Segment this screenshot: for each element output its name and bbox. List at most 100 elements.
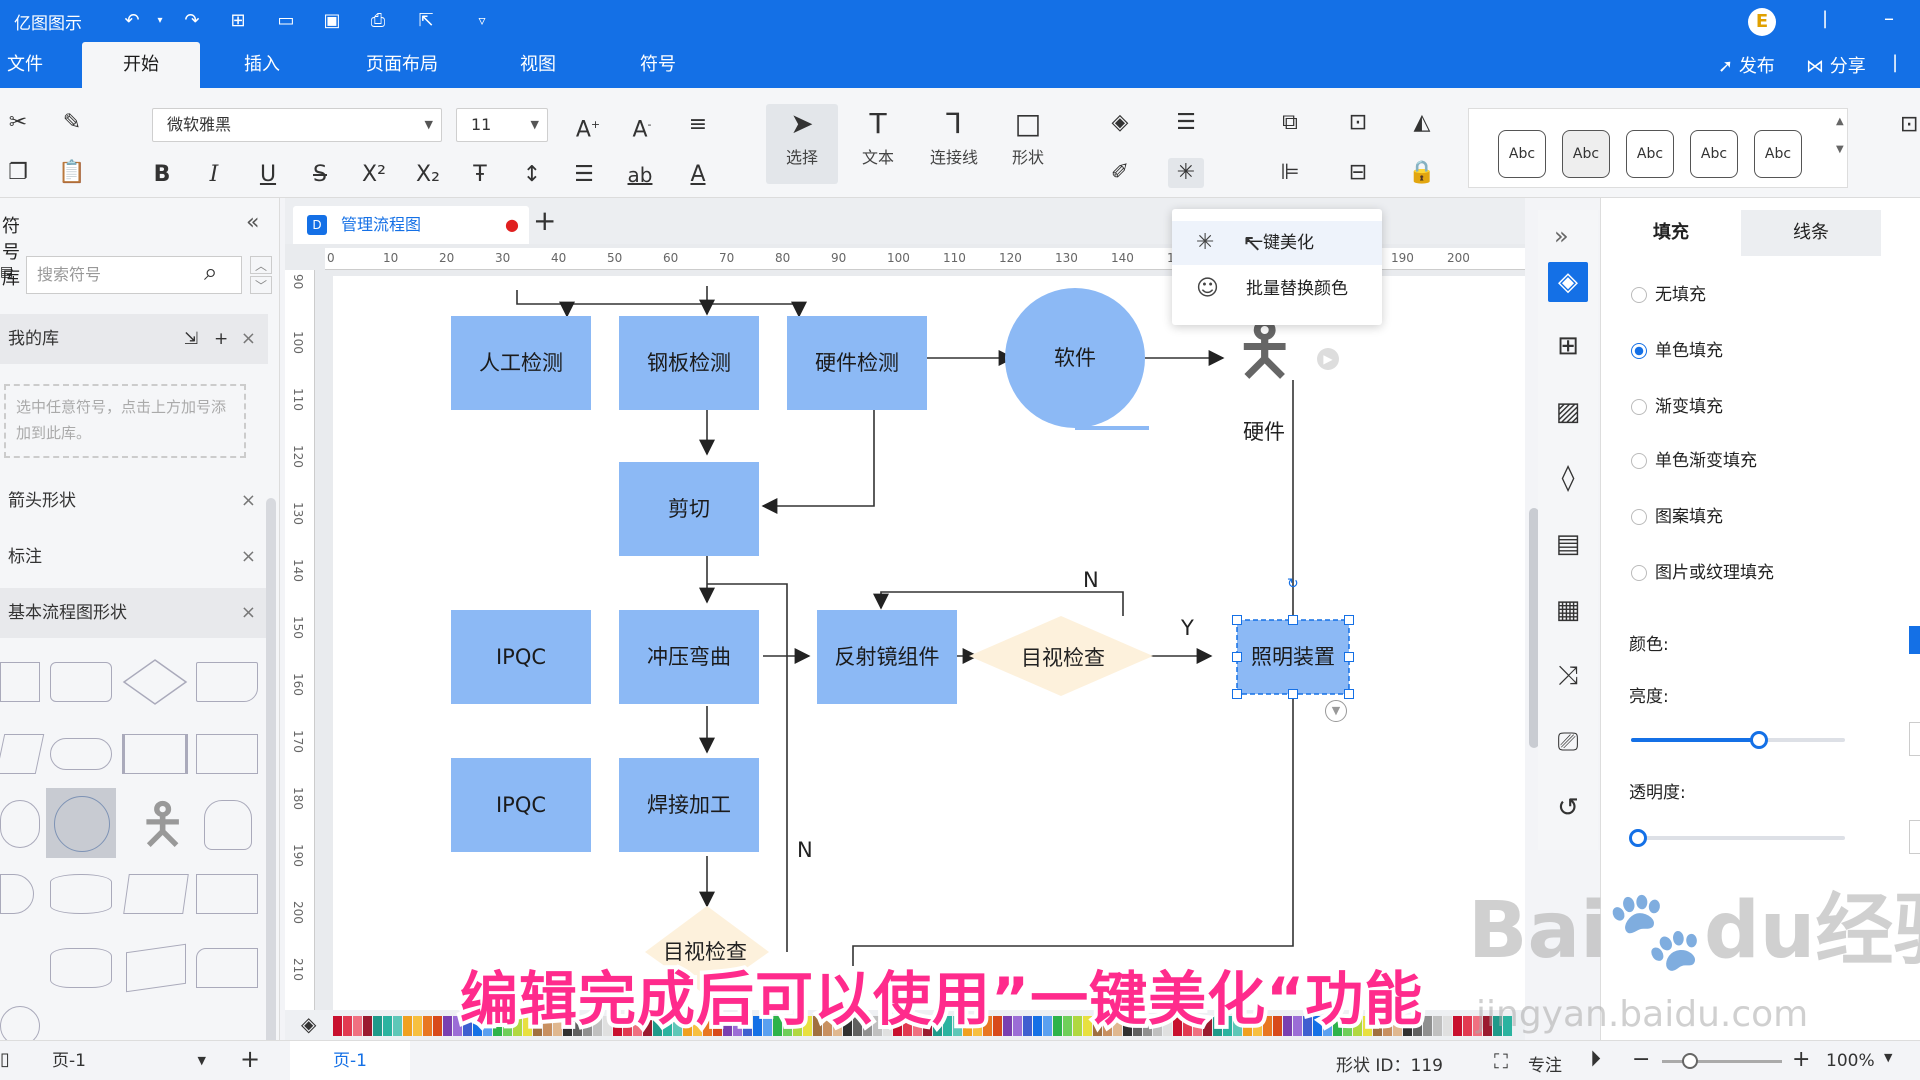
color-swatch[interactable]: [363, 1016, 372, 1036]
color-swatch[interactable]: [1363, 1016, 1372, 1036]
expand-panel-icon[interactable]: »: [1554, 222, 1569, 250]
superscript-icon[interactable]: X²: [362, 162, 386, 187]
yes-shape[interactable]: [0, 874, 34, 914]
node-hardware-label[interactable]: 硬件: [1243, 420, 1285, 444]
color-swatch[interactable]: [993, 1016, 1002, 1036]
selection-handle[interactable]: [1232, 652, 1242, 662]
selection-handle[interactable]: [1288, 689, 1298, 699]
color-swatch[interactable]: [1373, 1016, 1382, 1036]
font-color-icon[interactable]: A: [690, 162, 706, 187]
color-swatch[interactable]: [653, 1016, 662, 1036]
play-icon[interactable]: ▶: [1317, 348, 1339, 370]
brightness-slider[interactable]: [1631, 731, 1845, 749]
category-callouts[interactable]: 标注×: [0, 532, 268, 582]
color-swatch[interactable]: [543, 1016, 552, 1036]
color-swatch[interactable]: [1283, 1016, 1292, 1036]
transparency-knob[interactable]: [1629, 829, 1647, 847]
zoom-knob[interactable]: [1682, 1053, 1698, 1069]
image-icon[interactable]: ▨: [1555, 397, 1581, 427]
color-swatch[interactable]: [1303, 1016, 1312, 1036]
color-swatch[interactable]: [873, 1016, 882, 1036]
color-swatch[interactable]: [693, 1016, 702, 1036]
node-stamping-bending[interactable]: 冲压弯曲: [619, 610, 759, 704]
color-swatch[interactable]: [463, 1016, 472, 1036]
add-page-icon[interactable]: +: [533, 204, 557, 237]
process-shape[interactable]: [0, 662, 40, 702]
color-swatch[interactable]: [1183, 1016, 1192, 1036]
color-swatch[interactable]: [433, 1016, 442, 1036]
color-swatch[interactable]: [783, 1016, 792, 1036]
tab-fill[interactable]: 填充: [1601, 210, 1741, 256]
color-swatch[interactable]: [1383, 1016, 1392, 1036]
color-swatch[interactable]: [1093, 1016, 1102, 1036]
menu-item-batch-replace-color[interactable]: ☺批量替换颜色: [1172, 267, 1382, 311]
color-swatch[interactable]: [1483, 1016, 1492, 1036]
color-swatch[interactable]: [963, 1016, 972, 1036]
page-icon[interactable]: ▤: [1555, 529, 1581, 559]
color-swatch[interactable]: [1253, 1016, 1262, 1036]
color-swatch[interactable]: [373, 1016, 382, 1036]
selection-handle[interactable]: [1344, 689, 1354, 699]
publish-button[interactable]: ➚ 发布: [1718, 52, 1775, 78]
shuffle-icon[interactable]: ⤨: [1557, 661, 1579, 691]
line-style-icon[interactable]: ☰: [1176, 110, 1196, 135]
palette-swatches[interactable]: [333, 1016, 1513, 1036]
color-swatch[interactable]: [1323, 1016, 1332, 1036]
scroll-down-icon[interactable]: ﹀: [250, 276, 272, 294]
flip-icon[interactable]: ◭: [1413, 110, 1431, 135]
cut-icon[interactable]: ✂: [8, 110, 28, 135]
color-swatch[interactable]: [1403, 1016, 1412, 1036]
arrange-icon[interactable]: ⧉: [1282, 110, 1298, 135]
select-tool-button[interactable]: ➤选择: [766, 104, 838, 184]
zoom-in-icon[interactable]: +: [1792, 1047, 1811, 1072]
italic-icon[interactable]: I: [209, 162, 219, 187]
radio-solid-fill[interactable]: 单色填充: [1631, 340, 1723, 362]
focus-label[interactable]: 专注: [1528, 1056, 1562, 1076]
export-icon[interactable]: ⇱: [418, 10, 434, 31]
color-swatch[interactable]: [1293, 1016, 1302, 1036]
selection-handle[interactable]: [1232, 615, 1242, 625]
color-swatch[interactable]: [1343, 1016, 1352, 1036]
predefined-process-shape[interactable]: [122, 734, 188, 774]
copy-icon[interactable]: ❐: [8, 160, 28, 185]
color-swatch[interactable]: [803, 1016, 812, 1036]
open-folder-icon[interactable]: ▭: [277, 10, 295, 31]
data-icon[interactable]: ▦: [1555, 595, 1581, 625]
color-swatch[interactable]: [1493, 1016, 1502, 1036]
color-swatch[interactable]: [983, 1016, 992, 1036]
color-swatch[interactable]: [1433, 1016, 1442, 1036]
style-swatch-2[interactable]: Abc: [1562, 130, 1610, 178]
new-file-icon[interactable]: ⊞: [230, 10, 246, 31]
drawing-page[interactable]: 人工检测 钢板检测 硬件检测 软件 🯅 硬件 剪切 IPQC 冲压弯曲 反射镜组…: [333, 276, 1525, 1040]
rotate-handle-icon[interactable]: ↻: [1287, 576, 1299, 592]
color-swatch[interactable]: [753, 1016, 762, 1036]
color-swatch[interactable]: [503, 1016, 512, 1036]
color-swatch[interactable]: [953, 1016, 962, 1036]
collapse-panel-icon[interactable]: «: [246, 210, 260, 235]
color-swatch[interactable]: [493, 1016, 502, 1036]
close-icon[interactable]: ×: [240, 328, 256, 349]
color-swatch[interactable]: [723, 1016, 732, 1036]
internal-storage-shape[interactable]: [196, 734, 258, 774]
color-swatch[interactable]: [623, 1016, 632, 1036]
color-swatch[interactable]: [1263, 1016, 1272, 1036]
node-ipqc-1[interactable]: IPQC: [451, 610, 591, 704]
user-avatar[interactable]: E: [1748, 8, 1776, 36]
color-swatch[interactable]: [603, 1016, 612, 1036]
underline-icon[interactable]: U: [259, 162, 277, 187]
search-icon[interactable]: ⌕: [204, 258, 218, 286]
increase-font-icon[interactable]: A+: [575, 117, 601, 143]
zoom-level[interactable]: 100%: [1826, 1051, 1875, 1071]
color-swatch[interactable]: [573, 1016, 582, 1036]
radio-picture-fill[interactable]: 图片或纹理填充: [1631, 562, 1774, 584]
shape-tool-button[interactable]: □形状: [992, 104, 1064, 184]
category-arrow-shapes[interactable]: 箭头形状×: [0, 476, 268, 526]
person-shape[interactable]: 🯅: [138, 792, 188, 857]
color-swatch[interactable]: [1333, 1016, 1342, 1036]
tab-line[interactable]: 线条: [1741, 210, 1881, 256]
minimize-icon[interactable]: –: [1884, 6, 1894, 30]
color-swatch[interactable]: [563, 1016, 572, 1036]
gallery-scroll-up-icon[interactable]: ▲: [1836, 116, 1844, 127]
terminator-shape[interactable]: [50, 738, 112, 770]
page-view-icon[interactable]: ▯: [0, 1049, 10, 1070]
